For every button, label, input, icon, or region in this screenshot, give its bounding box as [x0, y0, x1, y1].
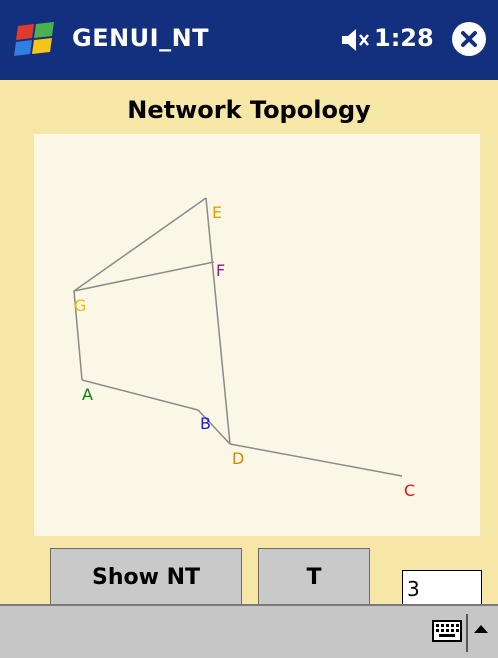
node-a[interactable]: A	[82, 385, 93, 404]
node-b[interactable]: B	[200, 414, 211, 433]
speaker-muted-icon[interactable]	[340, 26, 372, 54]
edge-a-b	[81, 379, 199, 411]
edge-e-d	[205, 197, 231, 445]
arrow-up-icon[interactable]	[472, 622, 490, 636]
clock[interactable]: 1:28	[374, 24, 434, 52]
show-nt-button[interactable]: Show NT	[50, 548, 242, 606]
edge-d-c	[229, 443, 403, 477]
close-button[interactable]	[452, 22, 486, 56]
node-d[interactable]: D	[232, 449, 244, 468]
title-bar: GENUI_NT 1:28	[0, 0, 498, 80]
separator	[466, 614, 468, 652]
edge-e-g	[73, 197, 207, 292]
node-c[interactable]: C	[404, 481, 415, 500]
page-title: Network Topology	[127, 96, 371, 124]
keyboard-icon[interactable]	[432, 620, 462, 642]
t-button[interactable]: T	[258, 548, 370, 606]
node-e[interactable]: E	[212, 203, 222, 222]
menu-bar	[0, 604, 498, 658]
close-icon	[461, 31, 477, 47]
node-g[interactable]: G	[74, 296, 86, 315]
edge-b-d	[197, 409, 231, 445]
topology-graph: E F G A B D C	[73, 197, 415, 500]
node-f[interactable]: F	[216, 261, 225, 280]
app-title: GENUI_NT	[72, 24, 210, 52]
windows-flag-icon[interactable]	[14, 20, 58, 60]
edge-g-a	[73, 290, 83, 381]
edge-f-g	[73, 261, 215, 292]
topology-canvas[interactable]: E F G A B D C	[34, 134, 480, 536]
number-input[interactable]: 3	[402, 570, 482, 606]
